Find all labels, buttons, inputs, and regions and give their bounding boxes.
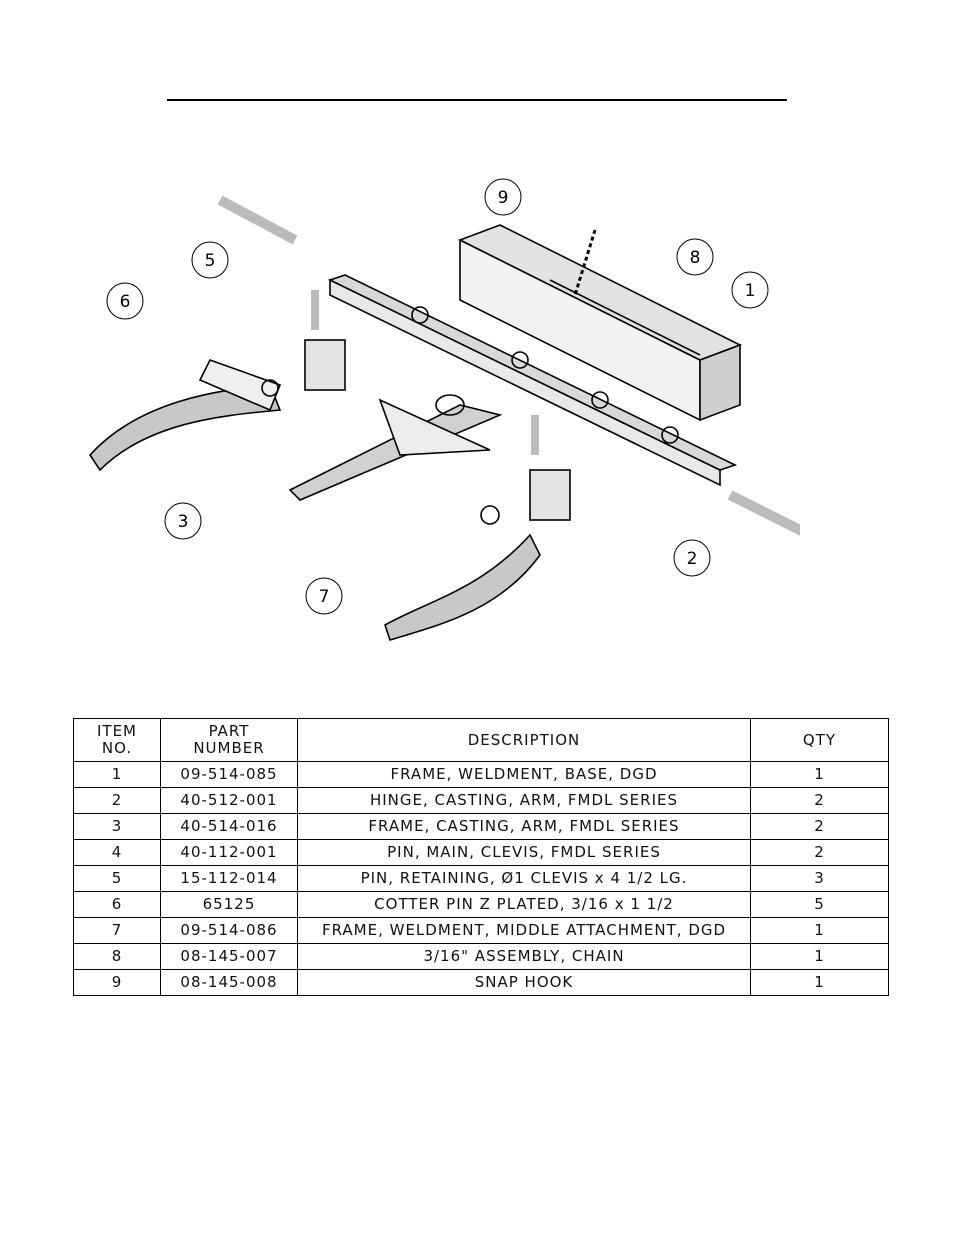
item-no-cell: 4 — [73, 839, 161, 866]
part-number-cell: 08-145-008 — [160, 969, 298, 996]
bom-header-row: ITEM NO. PART NUMBER DESCRIPTION QTY — [73, 718, 889, 762]
callout-6: 6 — [106, 282, 144, 320]
qty-cell: 1 — [750, 943, 889, 970]
middle-attachment-part — [288, 394, 503, 501]
callout-2: 2 — [673, 539, 711, 577]
description-cell: SNAP HOOK — [297, 969, 751, 996]
left-arm-part — [88, 359, 282, 472]
part-number-cell: 08-145-007 — [160, 943, 298, 970]
callout-1: 1 — [731, 271, 769, 309]
callout-9: 9 — [484, 178, 522, 216]
item-no-cell: 5 — [73, 865, 161, 892]
svg-text:8: 8 — [690, 248, 701, 268]
callout-8: 8 — [676, 238, 714, 276]
callout-7: 7 — [305, 577, 343, 615]
qty-cell: 1 — [750, 761, 889, 788]
item-no-header: ITEM NO. — [73, 718, 161, 762]
chain-part — [573, 229, 597, 296]
exploded-assembly-drawing: 1 2 3 4 5 6 7 8 9 — [88, 178, 800, 641]
svg-text:3: 3 — [178, 512, 189, 532]
cross-beam-part — [327, 274, 738, 487]
pins-part — [217, 195, 800, 536]
description-cell: COTTER PIN Z PLATED, 3/16 x 1 1/2 — [297, 891, 751, 918]
qty-cell: 5 — [750, 891, 889, 918]
part-number-cell: 40-112-001 — [160, 839, 298, 866]
qty-cell: 3 — [750, 865, 889, 892]
description-cell: 3/16" ASSEMBLY, CHAIN — [297, 943, 751, 970]
part-number-cell: 09-514-086 — [160, 917, 298, 944]
title-underline — [167, 99, 787, 101]
description-cell: FRAME, WELDMENT, BASE, DGD — [297, 761, 751, 788]
qty-cell: 1 — [750, 969, 889, 996]
callout-3: 3 — [164, 502, 202, 540]
item-no-cell: 7 — [73, 917, 161, 944]
part-number-cell: 40-512-001 — [160, 787, 298, 814]
svg-text:6: 6 — [120, 292, 131, 312]
svg-text:5: 5 — [205, 251, 216, 271]
part-number-cell: 40-514-016 — [160, 813, 298, 840]
part-number-cell: 09-514-085 — [160, 761, 298, 788]
hinge-castings-part — [304, 339, 571, 521]
svg-text:2: 2 — [687, 549, 698, 569]
item-no-cell: 6 — [73, 891, 161, 918]
item-no-cell: 2 — [73, 787, 161, 814]
description-cell: FRAME, CASTING, ARM, FMDL SERIES — [297, 813, 751, 840]
item-no-cell: 3 — [73, 813, 161, 840]
qty-cell: 2 — [750, 813, 889, 840]
qty-cell: 2 — [750, 839, 889, 866]
qty-cell: 2 — [750, 787, 889, 814]
svg-text:1: 1 — [745, 281, 756, 301]
description-cell: PIN, MAIN, CLEVIS, FMDL SERIES — [297, 839, 751, 866]
part-number-cell: 65125 — [160, 891, 298, 918]
qty-header: QTY — [750, 718, 889, 762]
svg-text:7: 7 — [319, 587, 330, 607]
part-number-header: PART NUMBER — [160, 718, 298, 762]
description-cell: HINGE, CASTING, ARM, FMDL SERIES — [297, 787, 751, 814]
callout-5: 5 — [191, 241, 229, 279]
item-no-cell: 1 — [73, 761, 161, 788]
base-frame-part — [458, 224, 742, 422]
qty-cell: 1 — [750, 917, 889, 944]
right-arm-part — [384, 505, 541, 641]
description-cell: FRAME, WELDMENT, MIDDLE ATTACHMENT, DGD — [297, 917, 751, 944]
item-no-cell: 9 — [73, 969, 161, 996]
svg-text:9: 9 — [498, 188, 509, 208]
description-header: DESCRIPTION — [297, 718, 751, 762]
description-cell: PIN, RETAINING, Ø1 CLEVIS x 4 1/2 LG. — [297, 865, 751, 892]
item-no-cell: 8 — [73, 943, 161, 970]
part-number-cell: 15-112-014 — [160, 865, 298, 892]
